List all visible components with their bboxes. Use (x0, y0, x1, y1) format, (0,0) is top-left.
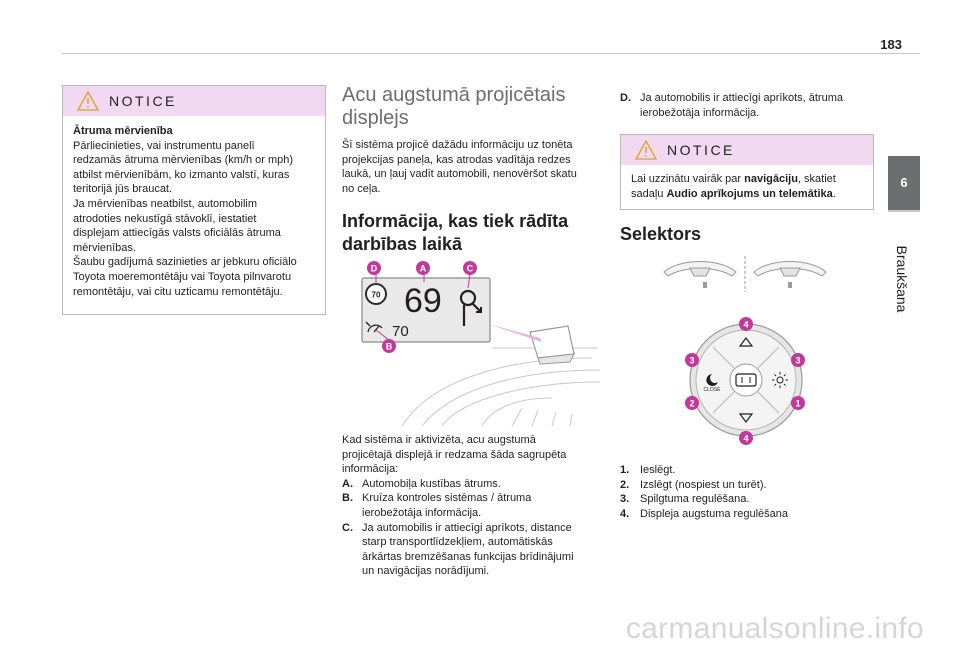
notice-line: atrodoties nekustīgā stāvoklī, iestatiet (73, 212, 257, 225)
notice-line: Šaubu gadījumā sazinieties ar jebkuru of… (73, 256, 297, 269)
list-item-b: B. Kruīza kontroles sistēmas / ātruma ie… (342, 492, 532, 519)
selector-list: 1.Ieslēgt. 2.Izslēgt (nospiest un turēt)… (620, 463, 870, 521)
notice-body: Lai uzzinātu vairāk par navigāciju, skat… (621, 165, 873, 209)
marker-2: 2 (685, 396, 699, 410)
notice-line: sadaļu Audio aprīkojums un telemātika. (631, 187, 836, 200)
page-number: 183 (880, 37, 902, 52)
selector-dial: CLOSE 4 4 3 3 2 1 (685, 317, 805, 445)
speed-value: 69 (404, 282, 442, 320)
selector-heading: Selektors (620, 224, 702, 244)
section-heading: Informācija, kas tiek rādīta (342, 211, 569, 232)
marker-1: 1 (791, 396, 805, 410)
list-item-c: C. Ja automobilis ir attiecīgi aprīkots,… (342, 521, 574, 578)
hud-figure: 70 69 70 D A C B (361, 261, 601, 427)
chapter-tab-divider (888, 210, 920, 212)
svg-text:3: 3 (689, 356, 694, 366)
selector-item-4: 4.Displeja augstuma regulēšana (620, 507, 788, 520)
link-navigation[interactable]: navigāciju (744, 173, 798, 185)
header-rule (62, 53, 920, 54)
notice-heading: Ātruma mērvienība (73, 125, 173, 137)
notice-line: atbilst mērvienībām, ko izmanto valstī, … (73, 168, 290, 181)
notice-line: teritorijā jūs braucat. (73, 183, 173, 196)
intro-paragraph: Šī sistēma projicē dažādu informāciju uz… (342, 138, 604, 196)
steering-wheel-left-icon (663, 261, 737, 277)
notice-line: Toyota moeremontētāju vai Toyota pilnvar… (73, 270, 292, 283)
marker-4-top: 4 (739, 317, 753, 331)
down-arrow-button[interactable] (738, 413, 754, 423)
notice-header: NOTICE (63, 86, 325, 116)
cruise-value: 70 (392, 323, 409, 340)
page-title: Acu augstumā projicētais (342, 84, 566, 106)
list-item-a: A. Automobiļa kustības ātrums. (342, 477, 501, 490)
list-intro-line: informācija: (342, 463, 399, 476)
marker-4-bottom: 4 (739, 431, 753, 445)
intro-line: Šī sistēma projicē dažādu informāciju uz… (342, 139, 573, 151)
selector-item-2: 2.Izslēgt (nospiest un turēt). (620, 478, 767, 491)
notice-line: mērvienības. (73, 241, 136, 254)
notice-line: Ja mērvienības neatbilst, automobilim (73, 197, 258, 210)
svg-text:4: 4 (743, 320, 748, 330)
notice-line: displejam attiecīgās valsts oficiālās āt… (73, 227, 281, 240)
hud-toggle-button[interactable] (735, 373, 757, 387)
notice-line: Lai uzzinātu vairāk par navigāciju, skat… (631, 173, 836, 185)
intro-line: no ceļa. (342, 182, 381, 195)
selector-item-3: 3.Spilgtuma regulēšana. (620, 493, 750, 506)
notice-header: NOTICE (621, 135, 873, 165)
close-label: CLOSE (704, 387, 722, 393)
marker-a: A (416, 261, 430, 275)
navigation-roundabout-icon (459, 289, 482, 326)
page-title-line2: displejs (342, 107, 409, 129)
projection-leader (488, 324, 542, 342)
notice-title: NOTICE (109, 93, 177, 109)
marker-leaders (375, 273, 471, 341)
sun-icon[interactable] (772, 372, 788, 388)
list-intro-line: Kad sistēma ir aktivizēta, acu augstumā (342, 434, 536, 446)
list-item-d: D. Ja automobilis ir attiecīgi aprīkots,… (620, 92, 843, 119)
marker-3-right: 3 (791, 353, 805, 367)
speed-limiter-icon (365, 321, 383, 333)
watermark: carmanualsonline.info (625, 612, 924, 645)
notice-line: remontētāju, vai citu uzticamu remontētā… (73, 285, 283, 298)
section-heading-line2: darbības laikā (342, 234, 463, 255)
middle-list: Kad sistēma ir aktivizēta, acu augstumā … (342, 433, 604, 579)
svg-text:2: 2 (689, 399, 694, 409)
middle-column: Acu augstumā projicētais displejs Šī sis… (342, 84, 604, 256)
warning-icon (635, 140, 657, 160)
list-intro-line: projicētajā displejā ir redzama šāda sag… (342, 448, 567, 461)
speed-sign-value: 70 (372, 291, 381, 300)
marker-b: B (382, 339, 396, 353)
svg-text:D: D (371, 264, 378, 274)
notice-title: NOTICE (667, 142, 735, 158)
combiner-unit (529, 325, 575, 359)
chapter-label: Braukšana (894, 245, 910, 313)
up-arrow-button[interactable] (738, 337, 754, 347)
list-intro: Kad sistēma ir aktivizēta, acu augstumā … (342, 433, 604, 477)
svg-text:3: 3 (795, 356, 800, 366)
intro-line: projekcijas paneļa, kas atrodas vadītāja… (342, 153, 571, 166)
intro-line: laukā, un ļauj vadīt automobili, nenovēr… (342, 168, 577, 181)
notice-line: redzamās ātruma mērvienības (km/h or mph… (73, 154, 294, 167)
chapter-tab[interactable]: 6 (888, 156, 920, 210)
link-audio-telematics[interactable]: Audio aprīkojums un telemātika (666, 187, 833, 200)
selector-item-1: 1.Ieslēgt. (620, 464, 676, 476)
svg-text:C: C (467, 264, 474, 274)
selector-location-mark (703, 282, 707, 288)
svg-text:B: B (386, 342, 393, 352)
notice-navigation: NOTICE Lai uzzinātu vairāk par navigācij… (620, 134, 874, 210)
selector-location-mark (788, 282, 792, 288)
svg-text:4: 4 (743, 434, 748, 444)
svg-text:1: 1 (795, 399, 800, 409)
steering-wheel-right-icon (753, 261, 827, 277)
moon-icon[interactable]: CLOSE (704, 374, 722, 393)
warning-icon (77, 91, 99, 111)
notice-line: Pārliecinieties, vai instrumentu panelī (73, 139, 255, 152)
marker-c: C (463, 261, 477, 275)
hud-panel (361, 277, 491, 343)
steering-location-figure (663, 256, 827, 292)
notice-speed-units: NOTICE Ātruma mērvienība Pārliecinieties… (62, 85, 326, 315)
marker-3-left: 3 (685, 353, 699, 367)
svg-text:A: A (420, 264, 427, 274)
marker-d: D (367, 261, 381, 275)
notice-body: Ātruma mērvienība Pārliecinieties, vai i… (63, 116, 325, 307)
